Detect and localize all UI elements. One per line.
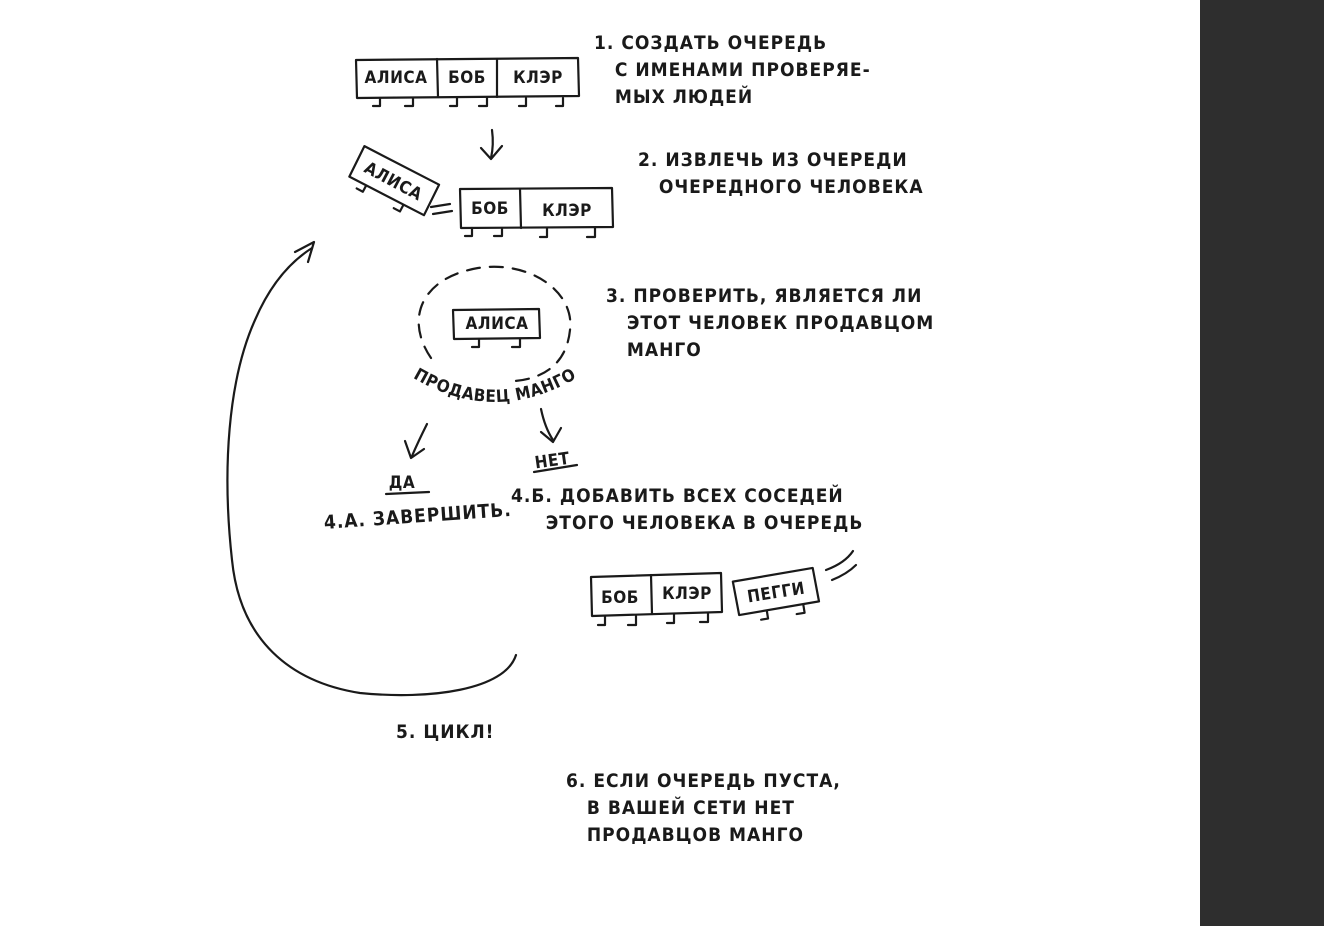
queue-final-item-1: БОБ bbox=[601, 588, 639, 608]
mango-seller-label: ПРОДАВЕЦ МАНГО bbox=[410, 365, 579, 408]
queue-final-item-2: КЛЭР bbox=[662, 584, 712, 604]
step-4b-text: 4.Б. ДОБАВИТЬ ВСЕХ СОСЕДЕЙ ЭТОГО ЧЕЛОВЕК… bbox=[511, 485, 864, 534]
queue-after-dequeue-outline bbox=[458, 186, 615, 230]
queue-final-legs bbox=[596, 611, 710, 627]
queue-final-divider bbox=[649, 573, 654, 616]
queue-after-dequeue-legs bbox=[463, 226, 597, 239]
dequeued-box: АЛИСА bbox=[348, 145, 441, 217]
checked-person-name: АЛИСА bbox=[466, 314, 529, 334]
queue-initial-item-1: АЛИСА bbox=[365, 68, 428, 88]
step-6-text: 6. ЕСЛИ ОЧЕРЕДЬ ПУСТА, В ВАШЕЙ СЕТИ НЕТ … bbox=[566, 770, 841, 846]
queue-final: БОБ КЛЭР bbox=[589, 571, 724, 627]
yes-label: ДА bbox=[389, 473, 415, 493]
step-5-text: 5. ЦИКЛ! bbox=[396, 721, 495, 743]
right-side-panel bbox=[1200, 0, 1324, 926]
mango-seller-text: ПРОДАВЕЦ МАНГО bbox=[410, 365, 579, 408]
arrow-to-no bbox=[539, 407, 563, 444]
queue-initial-item-2: БОБ bbox=[448, 68, 486, 88]
mango-check-circle: АЛИСА bbox=[417, 265, 572, 383]
queue-final-outline bbox=[589, 571, 724, 618]
step-2-text: 2. ИЗВЛЕЧЬ ИЗ ОЧЕРЕДИ ОЧЕРЕДНОГО ЧЕЛОВЕК… bbox=[638, 149, 924, 198]
step-1-text: 1. СОЗДАТЬ ОЧЕРЕДЬ С ИМЕНАМИ ПРОВЕРЯЕ- М… bbox=[594, 32, 871, 108]
queue-added-outline bbox=[731, 566, 821, 617]
diagram-canvas: АЛИСА БОБ КЛЭР АЛИСА БОБ КЛЭР bbox=[226, 32, 935, 846]
queue-after-dequeue: БОБ КЛЭР bbox=[458, 186, 615, 239]
queue-initial-legs bbox=[371, 96, 565, 108]
queue-after-dequeue-item-2: КЛЭР bbox=[542, 201, 592, 221]
arrow-to-yes bbox=[403, 422, 429, 460]
queue-after-dequeue-divider bbox=[518, 187, 523, 230]
diagram-svg: АЛИСА БОБ КЛЭР АЛИСА БОБ КЛЭР bbox=[226, 56, 858, 697]
arrow-step1-to-step2 bbox=[479, 128, 504, 161]
queue-initial-item-3: КЛЭР bbox=[513, 68, 563, 88]
motion-lines-enqueue bbox=[824, 549, 858, 582]
loop-arrow bbox=[226, 240, 518, 697]
queue-initial-outline bbox=[354, 56, 581, 100]
motion-lines-dequeue bbox=[429, 202, 454, 216]
queue-added-box: ПЕГГИ bbox=[731, 566, 821, 621]
dequeued-outline bbox=[348, 145, 441, 217]
dashed-circle bbox=[417, 265, 572, 383]
queue-after-dequeue-item-1: БОБ bbox=[471, 199, 509, 219]
queue-initial-divider-1 bbox=[435, 57, 440, 99]
checked-person-outline bbox=[451, 307, 542, 341]
queue-added-name: ПЕГГИ bbox=[746, 579, 806, 608]
yes-underline bbox=[384, 490, 431, 496]
step-3-text: 3. ПРОВЕРИТЬ, ЯВЛЯЕТСЯ ЛИ ЭТОТ ЧЕЛОВЕК П… bbox=[606, 285, 935, 361]
no-underline bbox=[532, 463, 579, 474]
queue-initial: АЛИСА БОБ КЛЭР bbox=[354, 56, 581, 108]
